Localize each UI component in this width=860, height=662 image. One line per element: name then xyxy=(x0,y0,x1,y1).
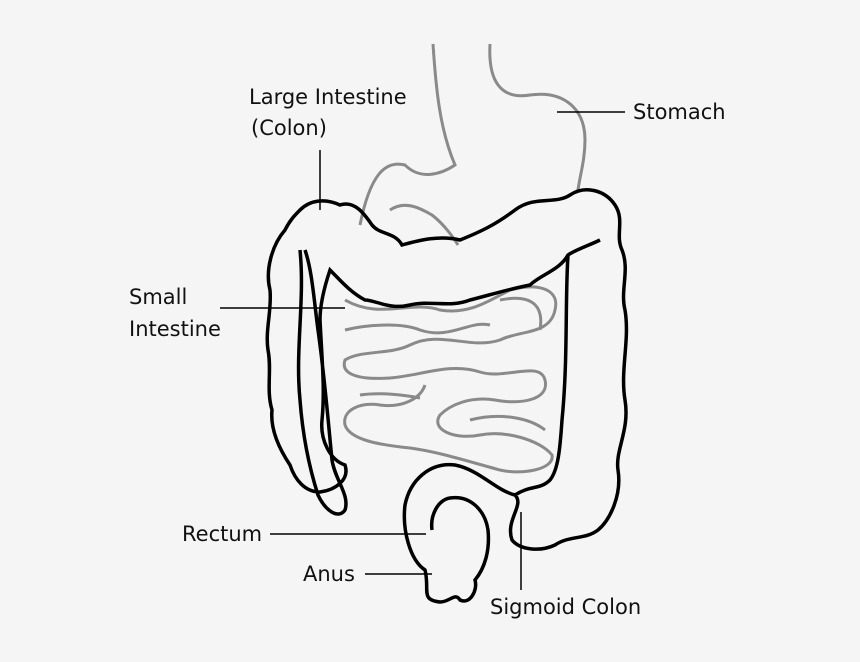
leader-lines xyxy=(220,111,625,590)
stomach-outline xyxy=(358,43,587,246)
label-large-intestine: Large Intestine xyxy=(249,85,407,109)
label-stomach: Stomach xyxy=(633,100,726,124)
label-colon: (Colon) xyxy=(251,116,327,140)
label-sigmoid-colon: Sigmoid Colon xyxy=(490,595,641,619)
label-rectum: Rectum xyxy=(182,522,262,546)
label-intestine: Intestine xyxy=(129,317,221,341)
label-anus: Anus xyxy=(303,562,355,586)
large-intestine-outline xyxy=(265,188,629,604)
small-intestine-outline xyxy=(342,285,558,474)
label-small: Small xyxy=(129,285,187,309)
